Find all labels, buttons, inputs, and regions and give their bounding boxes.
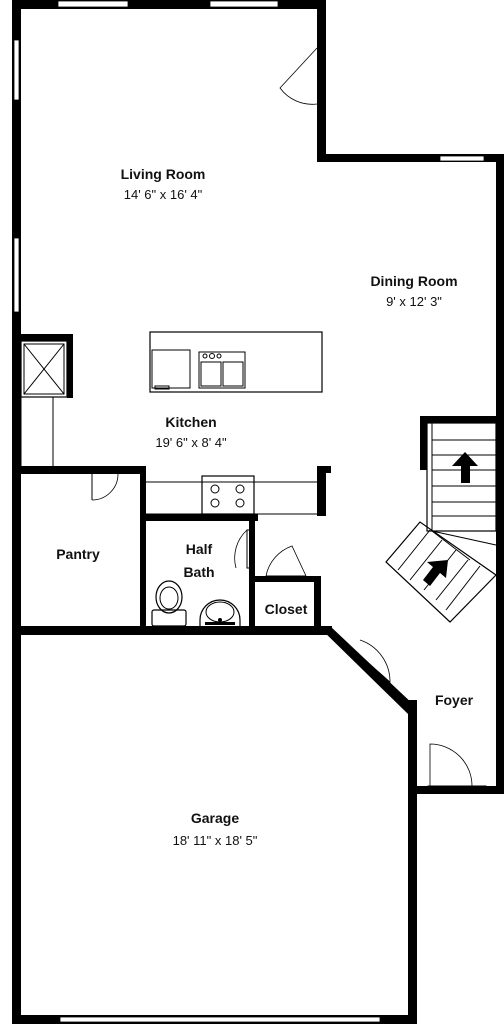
room-foyer: Foyer: [435, 692, 474, 708]
bath-sink: [199, 599, 241, 626]
entry-door: [427, 743, 487, 793]
patio-door: [279, 47, 318, 105]
half-bath-name-line2: Bath: [183, 564, 214, 580]
room-pantry: Pantry: [56, 546, 100, 562]
room-half-bath: Half Bath: [183, 541, 214, 580]
fireplace: [20, 340, 72, 398]
closet-door: [265, 545, 307, 577]
room-kitchen: Kitchen 19' 6" x 8' 4": [155, 414, 227, 450]
bath-door: [234, 529, 253, 569]
garage-door: [355, 639, 391, 683]
interior-walls: [12, 334, 504, 714]
kitchen-island: [149, 331, 323, 393]
pantry-door: [91, 473, 119, 501]
pantry-name: Pantry: [56, 546, 100, 562]
closet-name: Closet: [265, 601, 308, 617]
windows: [13, 0, 485, 1023]
toilet: [151, 580, 187, 627]
kitchen-counter: [146, 475, 317, 515]
kitchen-dims: 19' 6" x 8' 4": [155, 435, 227, 450]
room-dining: Dining Room 9' x 12' 3": [370, 273, 457, 309]
dining-room-dims: 9' x 12' 3": [386, 294, 442, 309]
kitchen-name: Kitchen: [165, 414, 216, 430]
stairs: [385, 422, 497, 623]
room-garage: Garage 18' 11" x 18' 5": [173, 810, 258, 848]
room-living: Living Room 14' 6" x 16' 4": [121, 166, 206, 202]
garage-name: Garage: [191, 810, 239, 826]
living-room-name: Living Room: [121, 166, 206, 182]
exterior-walls: [12, 0, 504, 1024]
fireplace-chase: [20, 396, 54, 468]
living-room-dims: 14' 6" x 16' 4": [124, 187, 203, 202]
dining-room-name: Dining Room: [370, 273, 457, 289]
half-bath-name-line1: Half: [186, 541, 213, 557]
room-closet: Closet: [265, 601, 308, 617]
garage-dims: 18' 11" x 18' 5": [173, 833, 258, 848]
foyer-name: Foyer: [435, 692, 474, 708]
